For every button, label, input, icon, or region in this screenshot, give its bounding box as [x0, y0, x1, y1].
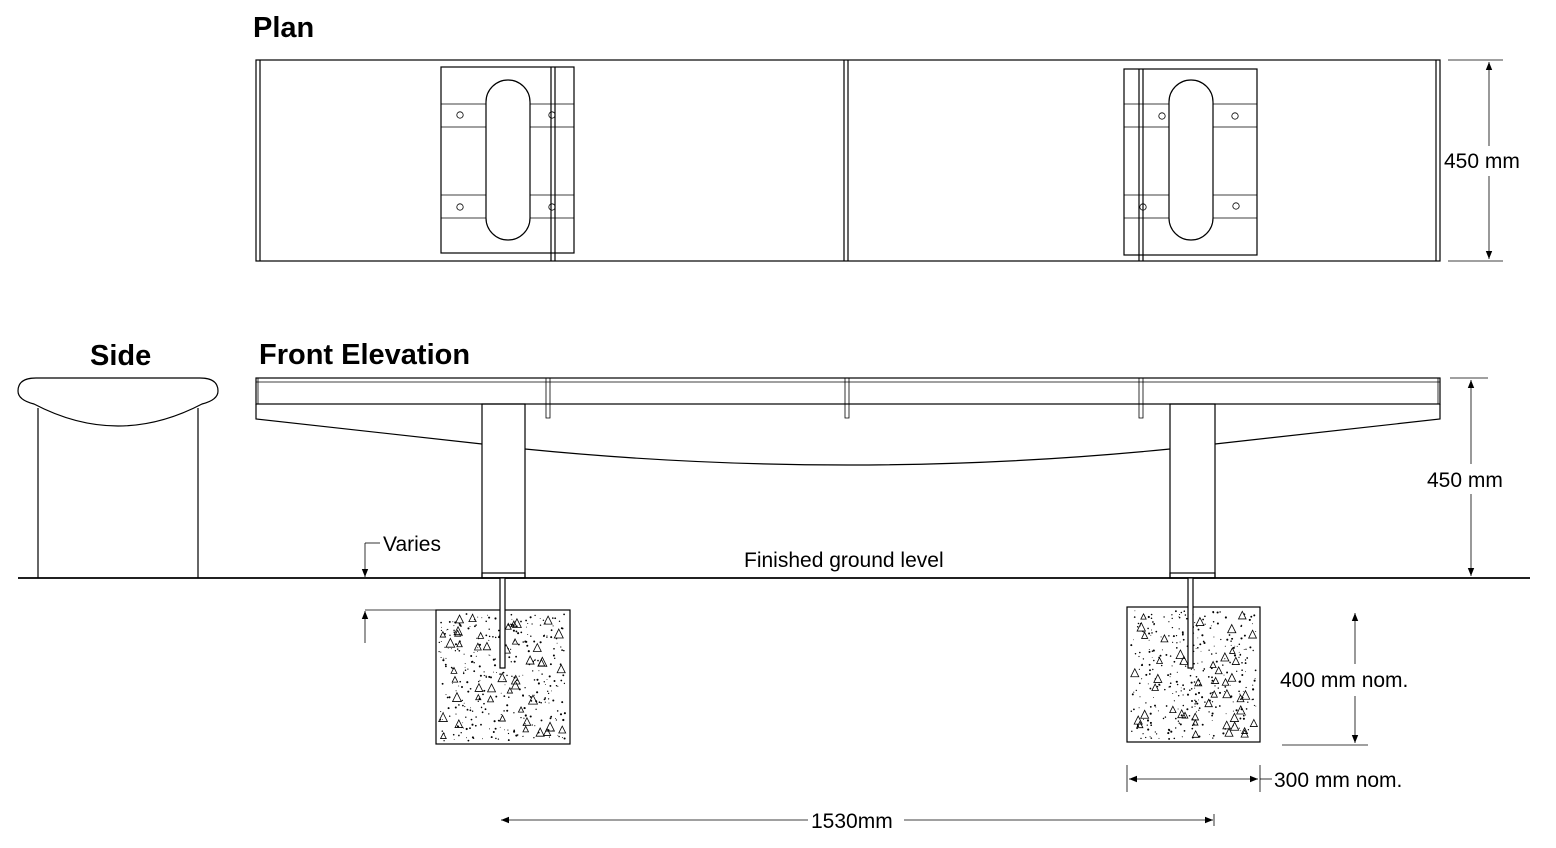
varies-dimension — [361, 542, 482, 643]
footing-left — [435, 577, 571, 745]
height-label: 450 mm — [1427, 469, 1503, 492]
front-seat-underside — [255, 404, 1441, 466]
front-joint-left — [545, 378, 551, 419]
side-seat-profile — [17, 377, 219, 427]
span-label: 1530mm — [811, 810, 893, 833]
plan-bracket-right — [1123, 68, 1258, 261]
front-joint-right — [1138, 378, 1144, 419]
footing-depth-dimension — [1282, 613, 1368, 746]
span-dimension — [501, 814, 1215, 826]
side-title: Side — [90, 340, 151, 372]
varies-label: Varies — [383, 533, 441, 556]
plan-width-label: 450 mm — [1444, 150, 1520, 173]
footing-depth-label: 400 mm nom. — [1280, 669, 1408, 692]
ground-label: Finished ground level — [744, 549, 944, 572]
front-post-left — [481, 403, 526, 579]
front-seat-top — [255, 377, 1441, 405]
footing-width-dimension — [1126, 765, 1272, 792]
side-view: Side — [17, 340, 219, 578]
front-title: Front Elevation — [259, 339, 470, 371]
side-post — [37, 408, 199, 578]
plan-post-slot-right — [1168, 79, 1214, 241]
plan-width-dimension — [1448, 59, 1503, 262]
plan-title: Plan — [253, 12, 314, 44]
footing-right — [1126, 577, 1261, 743]
plan-view: Plan — [253, 12, 1520, 262]
height-dimension — [1450, 377, 1488, 576]
ground-section: Finished ground level Varies 400 mm nom. — [18, 533, 1530, 833]
front-elevation: Front Elevation 450 mm — [255, 339, 1503, 579]
plan-post-slot-left — [485, 79, 531, 241]
footing-width-label: 300 mm nom. — [1274, 769, 1402, 792]
front-post-right — [1169, 403, 1216, 579]
front-joint-center — [844, 378, 850, 419]
plan-bracket-left — [440, 66, 575, 261]
